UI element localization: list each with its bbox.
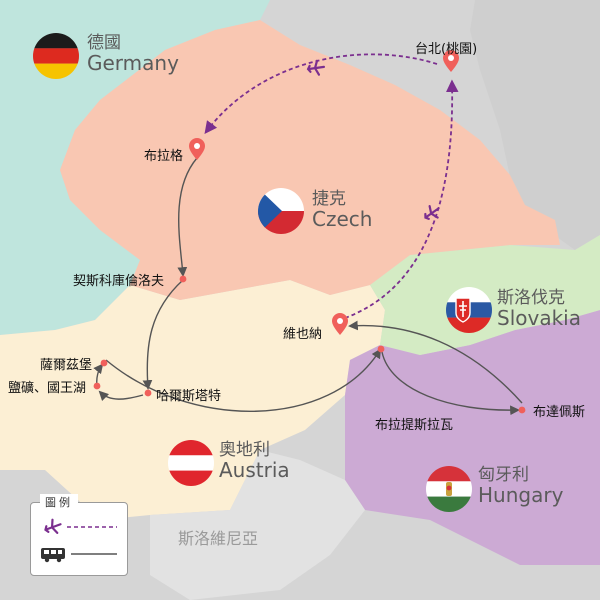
city-label-vienna: 維也納 [283, 327, 323, 342]
germany-region [0, 0, 270, 335]
poland-region [470, 0, 600, 250]
country-label-hungary: 匈牙利 Hungary [478, 465, 564, 507]
route-prague-krumlov [177, 157, 198, 277]
country-label-slovenia: 斯洛維尼亞 [178, 529, 259, 548]
country-label-czech: 捷克 Czech [312, 189, 373, 231]
airplane-icon [306, 59, 326, 76]
country-name-en: Germany [87, 50, 179, 75]
route-salzburg-bratislava [105, 348, 382, 412]
country-label-germany: 德國 Germany [87, 33, 179, 75]
country-name-zh: 德國 [87, 33, 121, 53]
city-label-budapest: 布達佩斯 [533, 405, 586, 420]
route-hallstatt-saltlake [98, 390, 144, 402]
germany-flag-icon [33, 33, 79, 79]
city-dot [144, 389, 152, 397]
country-label-slovakia: 斯洛伐克 Slovakia [497, 288, 581, 330]
country-name-zh: 捷克 [312, 189, 346, 209]
legend-title: 圖例 [40, 494, 78, 510]
city-dot [100, 359, 108, 367]
country-name-en: Czech [312, 206, 373, 231]
bus-icon [41, 548, 65, 563]
country-name-zh: 奧地利 [219, 440, 270, 460]
austria-region [0, 280, 385, 520]
country-name-zh: 匈牙利 [478, 465, 529, 485]
pin-icon [443, 50, 459, 72]
route-budapest-vienna [348, 320, 523, 404]
country-name-en: Hungary [478, 482, 564, 507]
city-dot [179, 275, 187, 283]
city-label-salt-lake: 鹽礦、國王湖 [8, 381, 87, 396]
flight-taipei-prague [204, 53, 438, 135]
flight-vienna-taipei [344, 79, 459, 319]
map-legend: 圖例 [30, 494, 128, 576]
city-dot [93, 382, 101, 390]
route-krumlov-hallstatt [142, 279, 184, 390]
city-label-prague: 布拉格 [144, 149, 184, 164]
pin-icon [189, 138, 205, 160]
airplane-icon [424, 205, 440, 220]
legend-symbols [41, 518, 117, 563]
czech-region [60, 20, 560, 300]
route-bratislava-budapest [381, 351, 520, 416]
city-label-salzburg: 薩爾茲堡 [40, 358, 93, 373]
hungary-region [345, 310, 600, 565]
city-label-taipei: 台北(桃園) [415, 42, 478, 57]
country-name-zh: 斯洛伐克 [497, 288, 565, 308]
country-name-en: Slovakia [497, 305, 581, 330]
city-dot [377, 345, 385, 353]
slovenia-region [150, 450, 365, 600]
city-label-cesky-krumlov: 契斯科庫倫洛夫 [73, 274, 165, 289]
country-label-austria: 奧地利 Austria [219, 440, 290, 482]
country-name-zh: 斯洛維尼亞 [178, 529, 259, 548]
city-label-hallstatt: 哈爾斯塔特 [156, 389, 222, 404]
airplane-icon [44, 518, 62, 534]
city-label-bratislava: 布拉提斯拉瓦 [375, 418, 454, 433]
hungary-flag-icon [426, 466, 472, 512]
pin-icon [332, 313, 348, 335]
czech-flag-icon [258, 188, 304, 234]
slovakia-flag-icon [446, 287, 492, 333]
austria-flag-icon [168, 440, 214, 486]
country-name-en: Austria [219, 457, 290, 482]
city-dot [518, 406, 526, 414]
